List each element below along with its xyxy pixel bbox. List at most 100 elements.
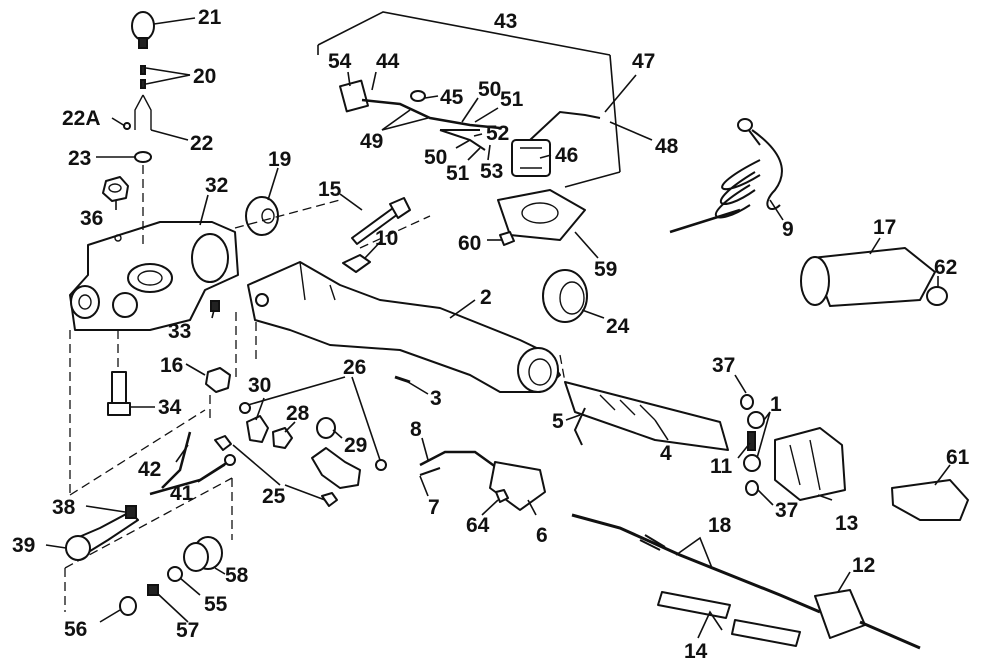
bolt-15-part [351, 197, 411, 245]
insert-1a-part [747, 411, 765, 429]
screw-25b-part [321, 492, 338, 507]
label-64: 64 [466, 514, 490, 537]
label-39: 39 [12, 534, 35, 557]
label-32: 32 [205, 174, 228, 197]
label-49: 49 [360, 130, 383, 153]
spring-57-part [147, 584, 159, 596]
plug-55-part [167, 566, 183, 582]
fitting-part [210, 300, 220, 312]
label-17: 17 [873, 216, 896, 239]
clamp-30-part [246, 415, 269, 443]
part-drawings [65, 11, 969, 650]
washer-part [134, 151, 152, 163]
label-23: 23 [68, 147, 91, 170]
bushing-24-part [542, 269, 588, 323]
label-1: 1 [770, 393, 782, 416]
gear-29-part [316, 417, 336, 439]
label-57: 57 [176, 619, 199, 642]
screw-25a-part [214, 435, 232, 451]
connector-part [65, 505, 139, 561]
insert-37b-part [745, 480, 759, 496]
label-3: 3 [430, 387, 442, 410]
label-36: 36 [80, 207, 103, 230]
label-2: 2 [480, 286, 492, 309]
label-14: 14 [684, 640, 708, 661]
label-34: 34 [158, 396, 182, 419]
label-7: 7 [428, 496, 440, 519]
label-16: 16 [160, 354, 183, 377]
nut-28-part [272, 427, 293, 449]
label-51a: 51 [500, 88, 524, 111]
label-28: 28 [286, 402, 310, 425]
pin-3-part [394, 375, 411, 384]
label-33: 33 [168, 320, 191, 343]
label-61: 61 [946, 446, 970, 469]
label-50a: 50 [478, 78, 501, 101]
label-50b: 50 [424, 146, 447, 169]
label-41: 41 [170, 482, 194, 505]
twist-grip-13-part [774, 427, 846, 501]
part-61 [891, 479, 969, 521]
label-60: 60 [458, 232, 481, 255]
bracket-housing-part [69, 221, 239, 331]
label-12: 12 [852, 554, 875, 577]
label-21: 21 [198, 6, 222, 29]
clip-part [342, 254, 371, 273]
bracket-6-part [489, 461, 546, 511]
label-4: 4 [660, 442, 672, 465]
cap-part [245, 196, 279, 236]
screw-64-part [495, 489, 509, 503]
fork-part [123, 94, 152, 130]
pin-parts [140, 65, 146, 89]
throttle-shaft-part [564, 381, 729, 451]
grip-17-part [800, 247, 936, 307]
wire-7-part [419, 467, 441, 476]
label-58: 58 [225, 564, 249, 587]
knob-part [131, 11, 155, 49]
label-26: 26 [343, 356, 366, 379]
label-5: 5 [552, 410, 564, 433]
label-54: 54 [328, 50, 352, 73]
insert-1b-part [743, 454, 761, 472]
label-38: 38 [52, 496, 76, 519]
label-37b: 37 [775, 499, 798, 522]
cap-62-part [926, 286, 948, 306]
label-47: 47 [632, 50, 655, 73]
label-13: 13 [835, 512, 858, 535]
label-20: 20 [193, 65, 216, 88]
label-59: 59 [594, 258, 617, 281]
insert-37a-part [740, 394, 754, 410]
label-11: 11 [710, 455, 733, 478]
label-37a: 37 [712, 354, 735, 377]
sleeve-58-part [183, 536, 223, 572]
part-labels: 21 20 22A 22 23 36 32 19 15 10 2 33 16 3… [12, 6, 970, 661]
dashed-guides [64, 165, 566, 612]
switch-46-part [511, 139, 551, 177]
cable-18-part [571, 513, 821, 614]
lanyard-9-part [669, 118, 783, 234]
knob-56-part [119, 596, 137, 616]
label-55: 55 [204, 593, 228, 616]
label-25: 25 [262, 485, 286, 508]
label-52: 52 [486, 122, 509, 145]
tubes-14-part [657, 591, 801, 647]
label-30: 30 [248, 374, 271, 397]
screw-60-part [499, 231, 515, 246]
leader-lines [45, 11, 951, 639]
label-43: 43 [494, 10, 517, 33]
label-44: 44 [376, 50, 400, 73]
plate-59-part [497, 189, 586, 241]
label-42: 42 [138, 458, 161, 481]
lever-part [311, 447, 361, 489]
tiller-arm-part [247, 261, 561, 393]
wire-8-part [419, 450, 501, 472]
washer-26a-part [239, 402, 251, 414]
wire-47-part [529, 110, 601, 141]
label-46: 46 [555, 144, 578, 167]
label-8: 8 [410, 418, 422, 441]
wire-42-part [161, 431, 192, 489]
label-9: 9 [782, 218, 794, 241]
label-22a: 22A [62, 107, 101, 130]
label-15: 15 [318, 178, 342, 201]
label-19: 19 [268, 148, 291, 171]
